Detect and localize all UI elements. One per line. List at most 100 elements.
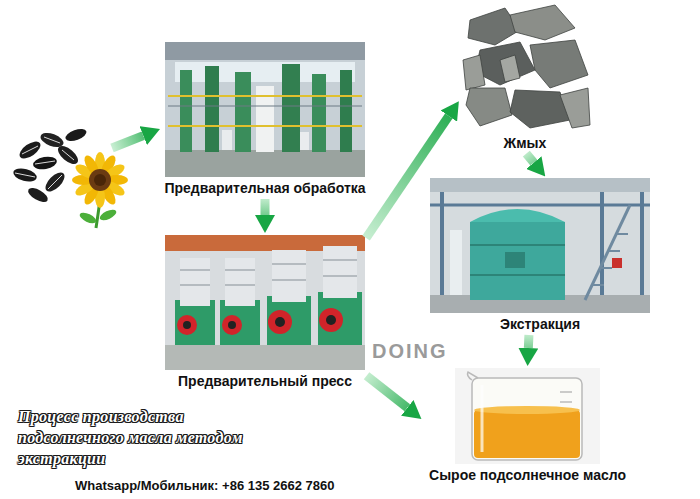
press-cake-photo <box>468 8 520 45</box>
pretreatment-photo <box>222 130 232 150</box>
crude-oil-photo <box>481 385 484 452</box>
prepress-photo <box>272 279 306 281</box>
press-cake-photo <box>510 5 575 40</box>
prepress-photo <box>165 235 365 370</box>
press-cake-photo <box>463 5 590 128</box>
prepress-photo <box>275 317 285 327</box>
extraction-photo <box>505 252 525 268</box>
sunflower-illustration <box>78 211 98 226</box>
pretreatment-photo <box>340 70 352 152</box>
pretreatment-photo <box>205 66 219 152</box>
process-step-node: Предварительная обработка <box>158 42 372 197</box>
prepress-photo <box>268 310 292 334</box>
prepress-photo <box>222 315 242 335</box>
extraction-photo <box>440 192 444 295</box>
seeds-illustration <box>12 166 38 184</box>
sunflower-illustration <box>94 174 106 186</box>
flow-arrow <box>524 335 534 348</box>
extraction-photo <box>600 192 604 295</box>
seeds-illustration <box>26 185 50 205</box>
step-label: Экстракция <box>498 316 582 333</box>
press-cake-photo <box>466 88 512 126</box>
prepress-photo <box>177 315 197 335</box>
prepress-photo <box>318 292 362 345</box>
pretreatment-photo <box>282 64 300 152</box>
prepress-photo <box>272 250 306 302</box>
seeds-illustration <box>22 146 38 154</box>
sunflower-illustration <box>98 208 118 223</box>
prepress-photo <box>225 269 255 271</box>
prepress-photo <box>180 258 210 306</box>
press-cake-photo <box>530 40 588 88</box>
pretreatment-photo <box>168 95 362 97</box>
extraction-photo <box>470 209 565 222</box>
prepress-photo <box>180 284 210 286</box>
extraction-photo <box>600 267 612 269</box>
pretreatment-photo <box>300 132 309 150</box>
step-label: Предварительный пресс <box>176 373 354 390</box>
crude-oil-photo <box>560 402 572 403</box>
flow-arrow <box>367 376 408 408</box>
process-step-node: Экстракция <box>430 178 650 333</box>
extraction-photo <box>640 192 644 295</box>
prepress-photo <box>165 235 365 370</box>
prepress-photo <box>225 258 255 306</box>
pretreatment-photo <box>312 74 326 152</box>
extraction-photo <box>430 178 650 313</box>
seeds-illustration <box>62 150 74 160</box>
prepress-photo <box>225 284 255 286</box>
crude-oil-photo <box>455 368 600 464</box>
extraction-photo <box>592 284 604 286</box>
pretreatment-photo <box>235 72 251 152</box>
seeds-illustration <box>35 161 55 164</box>
extraction-photo <box>612 258 622 268</box>
extraction-photo <box>430 204 650 207</box>
prepress-photo <box>323 275 357 277</box>
pretreatment-photo <box>165 150 365 177</box>
seeds-illustration <box>17 138 44 162</box>
flow-arrow <box>261 199 270 215</box>
prepress-photo <box>323 259 357 261</box>
extraction-photo <box>450 230 462 295</box>
sunflower-illustration <box>72 152 128 228</box>
step-label: Предварительная обработка <box>162 180 367 197</box>
extraction-photo <box>430 178 650 313</box>
pretreatment-photo <box>165 42 365 177</box>
crude-oil-photo <box>474 406 580 414</box>
prepress-photo <box>326 315 336 325</box>
crude-oil-photo <box>474 410 580 458</box>
flow-arrow <box>112 136 143 148</box>
extraction-photo <box>470 222 565 300</box>
prepress-photo <box>165 345 365 370</box>
seeds-illustration <box>55 143 81 168</box>
seeds-illustration <box>44 137 60 143</box>
prepress-photo <box>228 321 236 329</box>
flow-arrow <box>366 116 449 238</box>
extraction-photo <box>430 178 650 192</box>
step-label: Жмых <box>502 135 549 152</box>
seeds-illustration <box>64 127 88 144</box>
press-cake-photo <box>463 55 485 90</box>
seeds-illustration <box>32 155 58 171</box>
prepress-photo <box>183 321 191 329</box>
flow-arrow <box>112 136 143 148</box>
prepress-photo <box>267 296 311 345</box>
seeds-illustration <box>15 173 35 177</box>
seeds-illustration <box>48 175 62 189</box>
prepress-photo <box>319 308 343 332</box>
crude-oil-photo <box>560 392 572 393</box>
crude-oil-photo <box>472 378 582 460</box>
prepress-photo <box>220 300 260 345</box>
crude-oil-photo <box>455 368 600 464</box>
pretreatment-photo <box>175 62 355 82</box>
process-step-node: Предварительный пресс <box>165 235 365 390</box>
crude-oil-photo <box>468 372 479 380</box>
step-label: Сырое подсолнечное масло <box>427 467 628 484</box>
extraction-photo <box>585 205 630 300</box>
prepress-photo <box>180 269 210 271</box>
process-caption-note: Процесс производства подсолнечного масла… <box>18 406 273 469</box>
flow-arrow <box>526 154 534 163</box>
contact-line: Whatsapp/Мобильник: +86 135 2662 7860 <box>75 478 334 494</box>
